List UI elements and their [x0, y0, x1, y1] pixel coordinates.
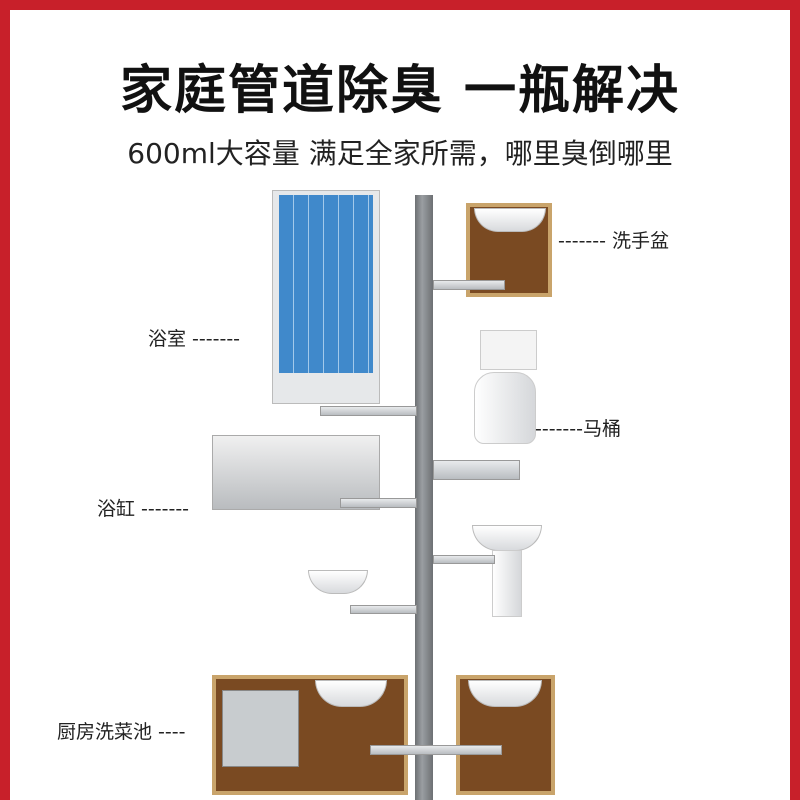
toilet-bowl — [474, 372, 536, 444]
pedestal-sink — [472, 525, 542, 551]
wall-sink — [308, 570, 368, 594]
page-title: 家庭管道除臭 一瓶解决 — [119, 61, 681, 121]
main-drain-pipe — [415, 195, 433, 800]
toilet-drain-pipe — [433, 460, 520, 480]
washbasin-drain-pipe — [433, 280, 505, 290]
bathtub-drain-pipe — [340, 498, 417, 508]
label-washbasin: ------- 洗手盆 — [558, 230, 670, 252]
shower-tiles — [279, 195, 373, 373]
subtitle: 600ml大容量 满足全家所需，哪里臭倒哪里 — [127, 137, 673, 170]
label-bathtub: 浴缸 ------- — [97, 498, 190, 520]
label-kitchen-sink: 厨房洗菜池 ---- — [57, 721, 186, 743]
shower-drain-pipe — [320, 406, 417, 416]
pedestal-sink-drain-pipe — [433, 555, 495, 564]
bathtub — [212, 435, 380, 510]
dishwasher — [222, 690, 299, 767]
sink-pedestal — [492, 550, 522, 617]
wall-sink-drain-pipe — [350, 605, 417, 614]
washbasin — [474, 208, 546, 232]
toilet-tank — [480, 330, 537, 370]
label-bathroom: 浴室 ------- — [148, 328, 241, 350]
kitchen-drain-pipe — [370, 745, 502, 755]
shower-illustration — [272, 190, 380, 404]
label-toilet: -------马桶 — [535, 418, 621, 440]
